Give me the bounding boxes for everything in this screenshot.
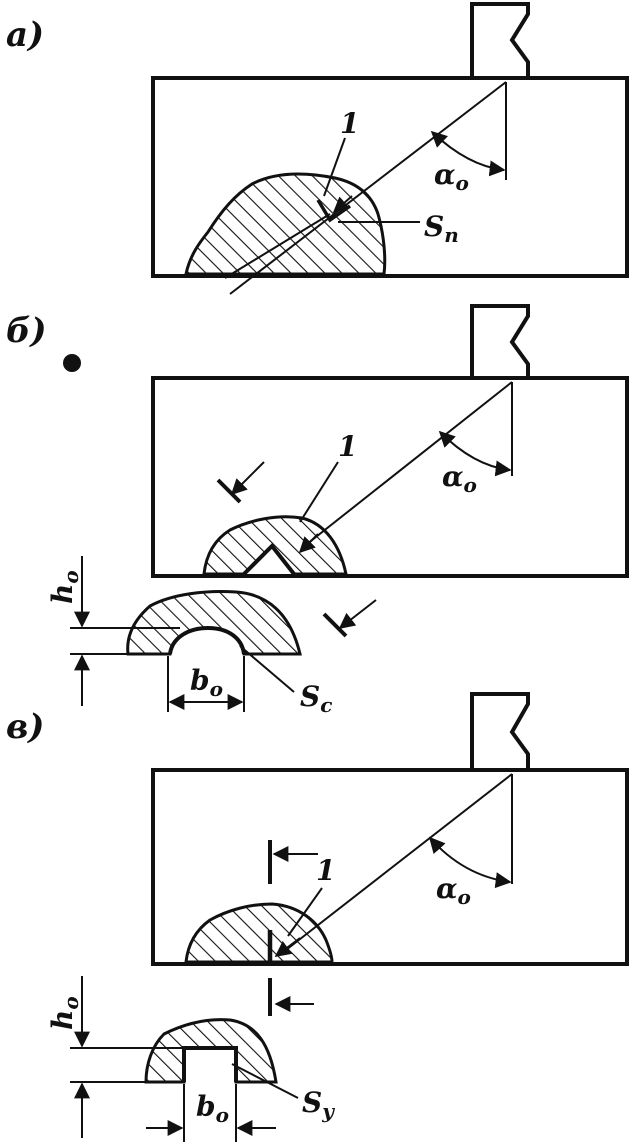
panel-a-probe-icon	[470, 2, 530, 78]
panel-b-section-arrow-bottom	[338, 599, 377, 629]
panel-v-angle-label: αo	[436, 872, 471, 909]
panel-a-angle-label: αo	[434, 158, 469, 195]
panel-a-element-leader	[323, 137, 346, 197]
panel-v-width-label: bo	[196, 1090, 229, 1127]
panel-a-defect-region	[184, 172, 387, 276]
panel-b-width-label: bo	[190, 664, 223, 701]
panel-a-defect-label: Sn	[424, 210, 459, 247]
panel-b-defect-label: Sc	[300, 680, 332, 717]
panel-a: а) 1 αo Sn	[6, 2, 629, 295]
panel-v-height-label: ho	[46, 996, 83, 1030]
panel-v-label: в)	[6, 707, 44, 747]
panel-a-angle-arc	[430, 130, 506, 177]
panel-a-beam-2	[224, 213, 331, 279]
panel-v-angle-arc	[428, 836, 512, 889]
panel-v-section-cavity	[182, 1046, 238, 1082]
panel-v-probe-icon	[470, 692, 530, 770]
panel-b-label: б)	[6, 311, 47, 351]
panel-b-section-cavity	[168, 625, 246, 655]
panel-a-element-label: 1	[340, 107, 359, 140]
panel-v-section-view	[144, 1018, 278, 1084]
panel-b-element-label: 1	[338, 430, 357, 463]
panel-v-arrow	[274, 937, 301, 957]
panel-v-element-leader	[287, 887, 323, 937]
panel-b-angle-arc	[438, 430, 512, 477]
panel-v-defect-region	[184, 902, 334, 964]
panel-b-section-view	[126, 590, 302, 656]
panel-v-defect-leader	[231, 1063, 299, 1099]
panel-b-section-mark-bottom	[322, 612, 348, 638]
panel-b-probe-icon	[470, 304, 530, 378]
panel-b-defect-region	[202, 515, 348, 576]
panel-b-dot	[63, 354, 81, 372]
panel-b-section-arrow-top	[230, 461, 265, 496]
panel-a-specimen	[151, 76, 629, 278]
panel-a-arrow	[332, 195, 353, 214]
panel-v-beam	[285, 773, 513, 951]
panel-b-specimen	[151, 376, 629, 578]
panel-v-specimen	[151, 768, 629, 966]
panel-v-defect-label: Sy	[302, 1086, 335, 1123]
panel-b-notch	[242, 542, 296, 576]
panel-b-arrow	[298, 533, 319, 554]
panel-b-height-label: ho	[46, 570, 83, 604]
panel-a-label: а)	[6, 15, 44, 55]
panel-v-element-label: 1	[316, 854, 335, 887]
panel-b: б) 1 αo Sc ho bo	[6, 304, 629, 717]
panel-b-defect-leader	[239, 645, 295, 693]
panel-b-angle-label: αo	[442, 460, 477, 497]
panel-a-beam	[229, 81, 507, 295]
panel-b-section-mark-top	[216, 478, 242, 504]
panel-b-beam	[301, 381, 513, 549]
panel-v: в) 1 αo Sy ho bo	[6, 692, 629, 1142]
panel-b-element-leader	[299, 461, 339, 523]
